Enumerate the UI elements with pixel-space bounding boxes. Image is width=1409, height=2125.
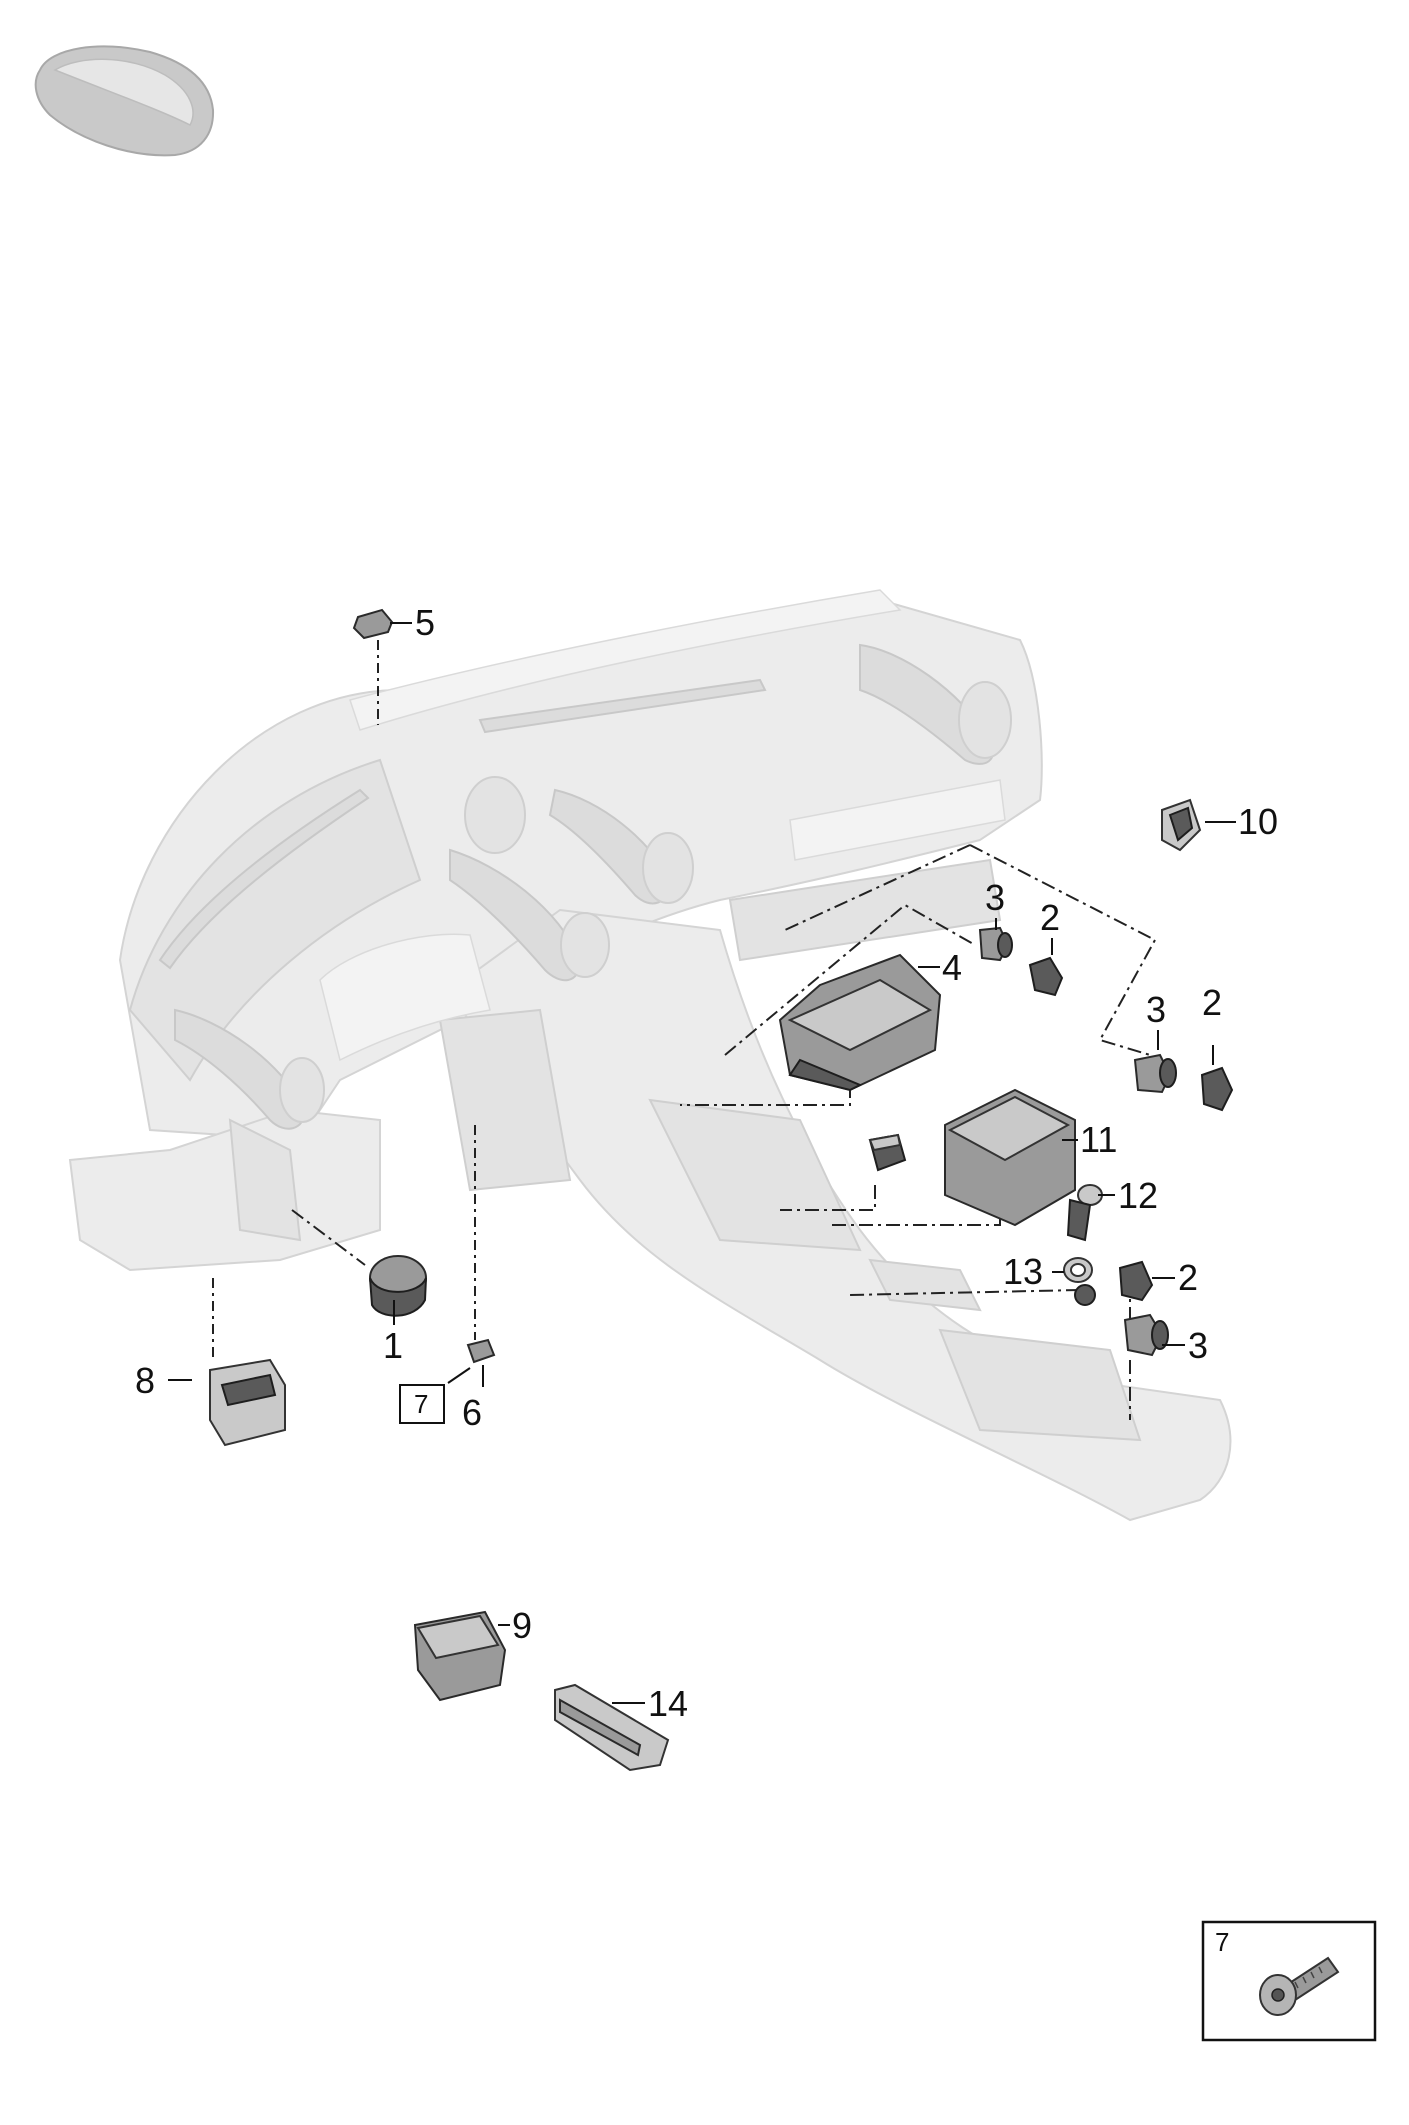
part-6-bracket — [466, 1338, 496, 1364]
detail-box-label: 7 — [1215, 1927, 1229, 1957]
callout-3-right: 3 — [1146, 989, 1166, 1030]
callout-labels: 5 10 3 2 4 3 2 11 12 13 2 3 1 6 8 9 14 — [135, 602, 1278, 1724]
part-switch-small — [868, 1133, 907, 1172]
part-1-knob — [369, 1255, 427, 1317]
dashboard-vents — [158, 643, 1012, 1130]
callout-2-right: 2 — [1202, 982, 1222, 1023]
screw-icon — [1259, 1956, 1340, 2016]
part-2-upper-cap — [1028, 956, 1064, 997]
vehicle-thumbnail — [34, 45, 215, 157]
callout-2-lower: 2 — [1178, 1257, 1198, 1298]
part-11-switch-panel — [944, 1088, 1076, 1227]
callout-8: 8 — [135, 1360, 155, 1401]
part-3-lower-socket — [1123, 1313, 1169, 1357]
callout-3-upper: 3 — [985, 877, 1005, 918]
reference-box-7: 7 — [399, 1384, 445, 1424]
part-3-right-socket — [1133, 1053, 1177, 1094]
part-3-upper-socket — [978, 926, 1013, 962]
detail-box-7: 7 — [1201, 1920, 1377, 2042]
part-8-trim — [209, 1358, 286, 1447]
dashboard-ghost — [68, 589, 1232, 1522]
part-12-connector — [1066, 1184, 1103, 1242]
callout-14: 14 — [648, 1683, 688, 1724]
part-5-sensor — [352, 608, 394, 640]
callout-13: 13 — [1003, 1251, 1043, 1292]
part-14-cover-strip — [554, 1683, 670, 1772]
callout-4: 4 — [942, 947, 962, 988]
part-2-lower-cap — [1118, 1260, 1154, 1302]
part-4-control-unit — [778, 953, 942, 1092]
callout-3-lower: 3 — [1188, 1325, 1208, 1366]
callout-9: 9 — [512, 1605, 532, 1646]
callout-12: 12 — [1118, 1175, 1158, 1216]
part-13-ring — [1063, 1257, 1096, 1306]
part-10-switch — [1161, 798, 1202, 852]
callout-2-upper: 2 — [1040, 897, 1060, 938]
callout-1: 1 — [383, 1325, 403, 1366]
callout-6: 6 — [462, 1392, 482, 1433]
callout-5: 5 — [415, 602, 435, 643]
part-2-right-cap — [1200, 1066, 1234, 1112]
part-9-switch-block — [413, 1610, 507, 1702]
callout-10: 10 — [1238, 801, 1278, 842]
reference-box-label: 7 — [414, 1389, 428, 1419]
callout-11: 11 — [1080, 1119, 1117, 1160]
leader-lines — [168, 622, 1236, 1704]
